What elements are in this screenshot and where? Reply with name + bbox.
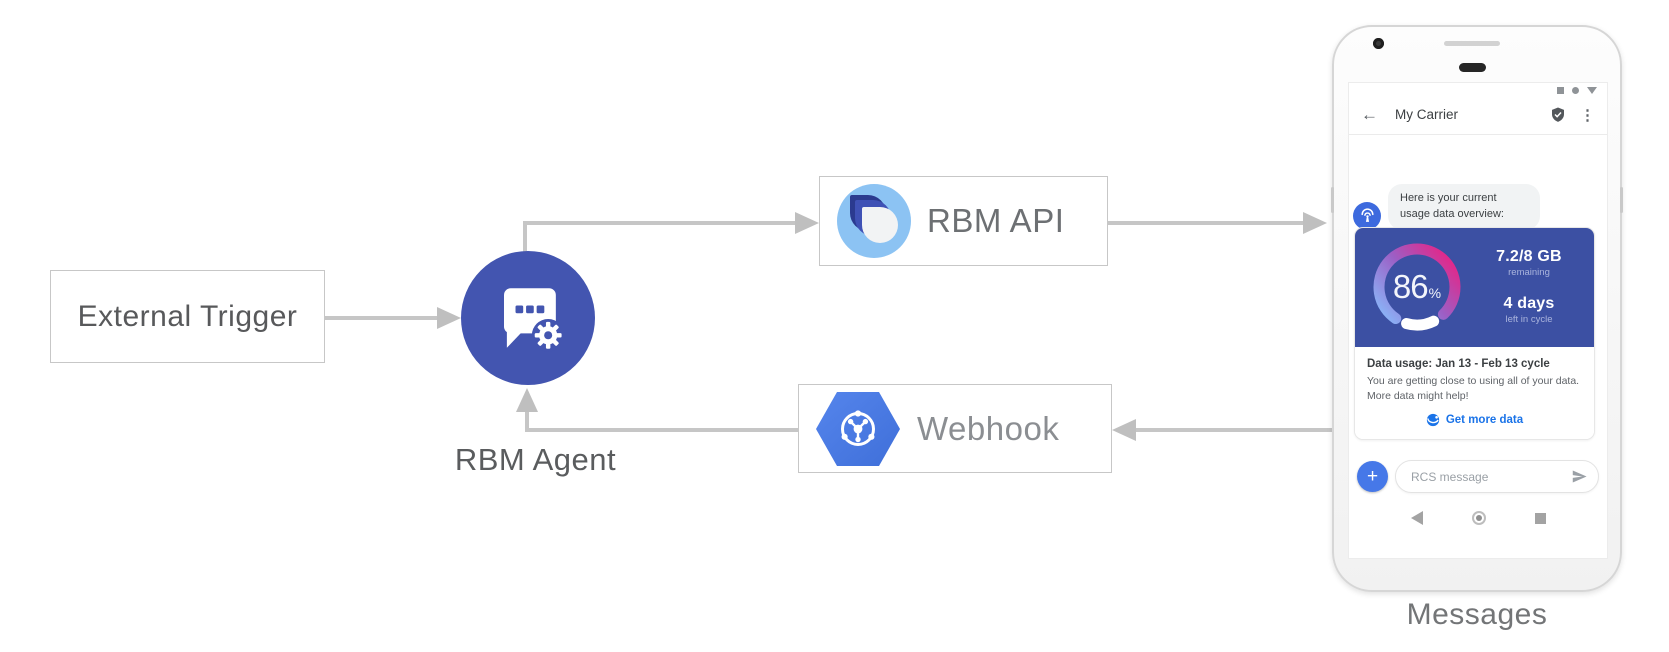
data-remaining-value: 7.2/8 GB [1496, 248, 1562, 265]
phone-mockup: ← My Carrier ⋮ Here is your c [1331, 25, 1623, 592]
rcs-message-input[interactable] [1411, 469, 1571, 484]
external-trigger-node: External Trigger [50, 270, 325, 363]
usage-card-text: You are getting close to using all of yo… [1367, 375, 1580, 403]
earpiece [1459, 63, 1486, 72]
conversation-header: ← My Carrier ⋮ [1349, 95, 1607, 135]
agent-message-row: Here is your current usage data overview… [1353, 184, 1540, 230]
data-remaining-caption: remaining [1508, 267, 1550, 278]
usage-card-body: Data usage: Jan 13 - Feb 13 cycle You ar… [1355, 347, 1594, 440]
arrowhead-right-icon [795, 212, 819, 234]
external-trigger-label: External Trigger [77, 299, 298, 333]
rbm-api-logo-icon [837, 184, 911, 258]
arrow-trigger-to-agent [325, 316, 439, 320]
arrowhead-right-icon [1303, 212, 1327, 234]
arrow-api-to-phone [1108, 221, 1305, 225]
phone-screen: ← My Carrier ⋮ Here is your c [1348, 82, 1608, 559]
android-recents-icon[interactable] [1534, 512, 1546, 524]
gauge-percent-unit: % [1428, 285, 1442, 301]
send-icon[interactable] [1571, 468, 1588, 485]
arrowhead-left-icon [1112, 419, 1136, 441]
arrow-phone-to-webhook [1136, 428, 1333, 432]
get-more-data-button[interactable]: Get more data [1367, 413, 1582, 427]
webhook-hexagon-icon [816, 391, 900, 466]
carrier-broadcast-icon [1360, 208, 1374, 223]
arrow-webhook-to-agent-horizontal [525, 428, 798, 432]
usage-card: 86 % 7.2/8 GB remaining 4 days left in c… [1354, 227, 1595, 441]
chat-gear-icon [504, 288, 565, 352]
verified-shield-icon [1552, 107, 1564, 122]
globe-data-icon [1426, 414, 1439, 427]
message-input-pill [1395, 460, 1599, 493]
messages-caption: Messages [1406, 598, 1548, 631]
overflow-menu-icon[interactable]: ⋮ [1580, 106, 1595, 124]
usage-card-hero: 86 % 7.2/8 GB remaining 4 days left in c… [1355, 228, 1594, 347]
usage-card-title: Data usage: Jan 13 - Feb 13 cycle [1367, 358, 1550, 370]
rbm-api-label: RBM API [927, 202, 1065, 239]
status-caret-icon [1587, 86, 1597, 94]
power-button [1620, 187, 1623, 213]
gauge-percent: 86 % [1367, 237, 1467, 337]
webhook-label: Webhook [917, 409, 1060, 447]
back-arrow-icon[interactable]: ← [1361, 104, 1378, 124]
gauge-ring-icon [1373, 243, 1461, 331]
rbm-agent-node [461, 251, 595, 385]
agent-message-bubble: Here is your current usage data overview… [1388, 184, 1540, 230]
camera-icon [1373, 38, 1384, 49]
status-dot-icon [1572, 86, 1579, 94]
message-composer: + [1349, 460, 1607, 493]
arrow-agent-to-api-horizontal [523, 221, 796, 225]
gauge-percent-value: 86 [1392, 268, 1429, 305]
attach-plus-button[interactable]: + [1357, 461, 1388, 492]
conversation-title: My Carrier [1395, 107, 1458, 122]
speaker-grille [1444, 41, 1500, 46]
arrowhead-up-icon [516, 388, 538, 412]
android-home-icon[interactable] [1471, 511, 1486, 525]
usage-stats: 7.2/8 GB remaining 4 days left in cycle [1473, 248, 1585, 325]
rbm-api-node: RBM API [819, 176, 1108, 266]
arrow-agent-to-api-vertical [523, 221, 527, 252]
status-bar [1557, 86, 1597, 94]
teardrop-light [862, 207, 898, 243]
arrow-webhook-to-agent-vertical [525, 410, 529, 432]
rbm-agent-label: RBM Agent [454, 442, 617, 477]
volume-button [1331, 187, 1334, 213]
webhook-node: Webhook [798, 384, 1112, 473]
carrier-avatar [1353, 201, 1381, 230]
arrowhead-right-icon [437, 307, 461, 329]
android-nav-bar [1349, 504, 1607, 532]
usage-gauge: 86 % [1367, 237, 1467, 337]
days-left-caption: left in cycle [1505, 314, 1553, 325]
days-left-value: 4 days [1503, 295, 1555, 312]
get-more-data-label: Get more data [1445, 414, 1524, 427]
status-square-icon [1557, 86, 1564, 94]
android-back-icon[interactable] [1410, 511, 1423, 525]
